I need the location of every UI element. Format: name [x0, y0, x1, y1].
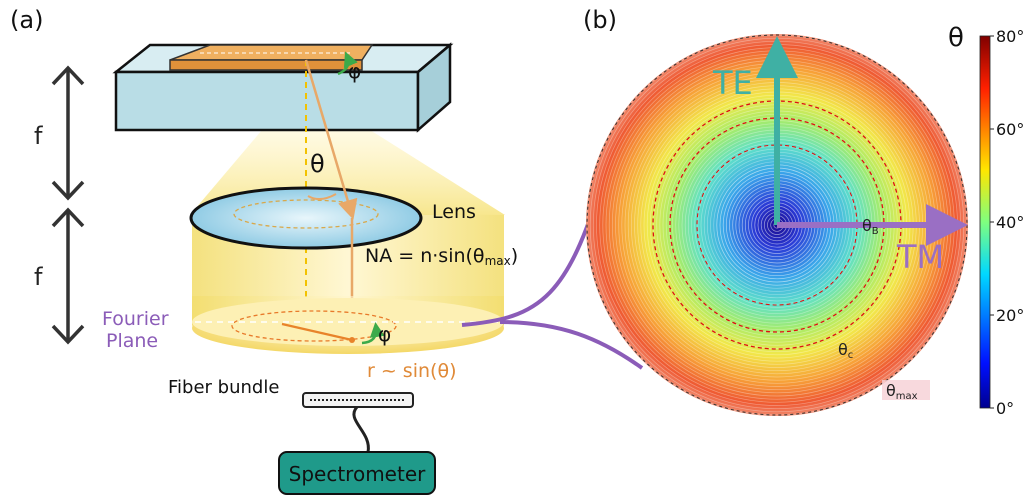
theta-max-label: θmax: [886, 381, 918, 402]
colorbar-ticks: 80° 60° 40° 20° 0°: [990, 27, 1024, 418]
colorbar-tick-label: 60°: [996, 120, 1024, 139]
focal-arrow-lower: [51, 207, 85, 345]
fourier-spot: [349, 337, 355, 343]
radial-r-line: [281, 322, 353, 342]
phi-bottom-arrow: [361, 322, 385, 345]
colorbar-tick-label: 40°: [996, 213, 1024, 232]
theta-max-highlight: [882, 380, 930, 400]
fourier-label-line1: Fourier: [102, 308, 169, 330]
spectrometer-label: Spectrometer: [289, 462, 426, 486]
fiber-bundle-connector: [302, 392, 414, 408]
colorbar-title: θ: [948, 23, 964, 53]
phi-top-arrow: [337, 51, 358, 76]
theta-c-label: θc: [838, 340, 853, 361]
fourier-plane: [192, 296, 504, 354]
sample-plate: [169, 44, 374, 71]
panel-a-tag: (a): [10, 6, 43, 34]
fiber-bundle-label: Fiber bundle: [168, 377, 279, 398]
focal-label-lower: f: [34, 263, 43, 291]
fiber-cable: [352, 405, 370, 453]
lens: [189, 186, 423, 250]
ray-to-lens: [304, 59, 358, 220]
na-formula: NA = n·sin(θmax): [365, 245, 518, 268]
theta-arc: [307, 193, 337, 200]
colorbar-tick-label: 80°: [996, 27, 1024, 46]
phi-top-label: φ: [348, 59, 361, 83]
colorbar: [979, 35, 991, 409]
spectrometer-box: [278, 451, 436, 495]
tm-label: TM: [896, 238, 944, 276]
colorbar-tick-label: 20°: [996, 306, 1024, 325]
lens-label: Lens: [432, 201, 476, 223]
focal-arrow-upper: [51, 65, 85, 201]
theta-label: θ: [310, 150, 325, 178]
te-label: TE: [712, 64, 753, 102]
r-relation-label: r ~ sin(θ): [367, 360, 456, 382]
theta-b-label: θB: [862, 216, 879, 237]
focal-label-upper: f: [34, 122, 43, 150]
phi-bottom-label: φ: [378, 322, 391, 346]
colorbar-tick-label: 0°: [996, 399, 1014, 418]
fourier-label-line2: Plane: [106, 330, 158, 352]
panel-b-tag: (b): [583, 6, 617, 34]
